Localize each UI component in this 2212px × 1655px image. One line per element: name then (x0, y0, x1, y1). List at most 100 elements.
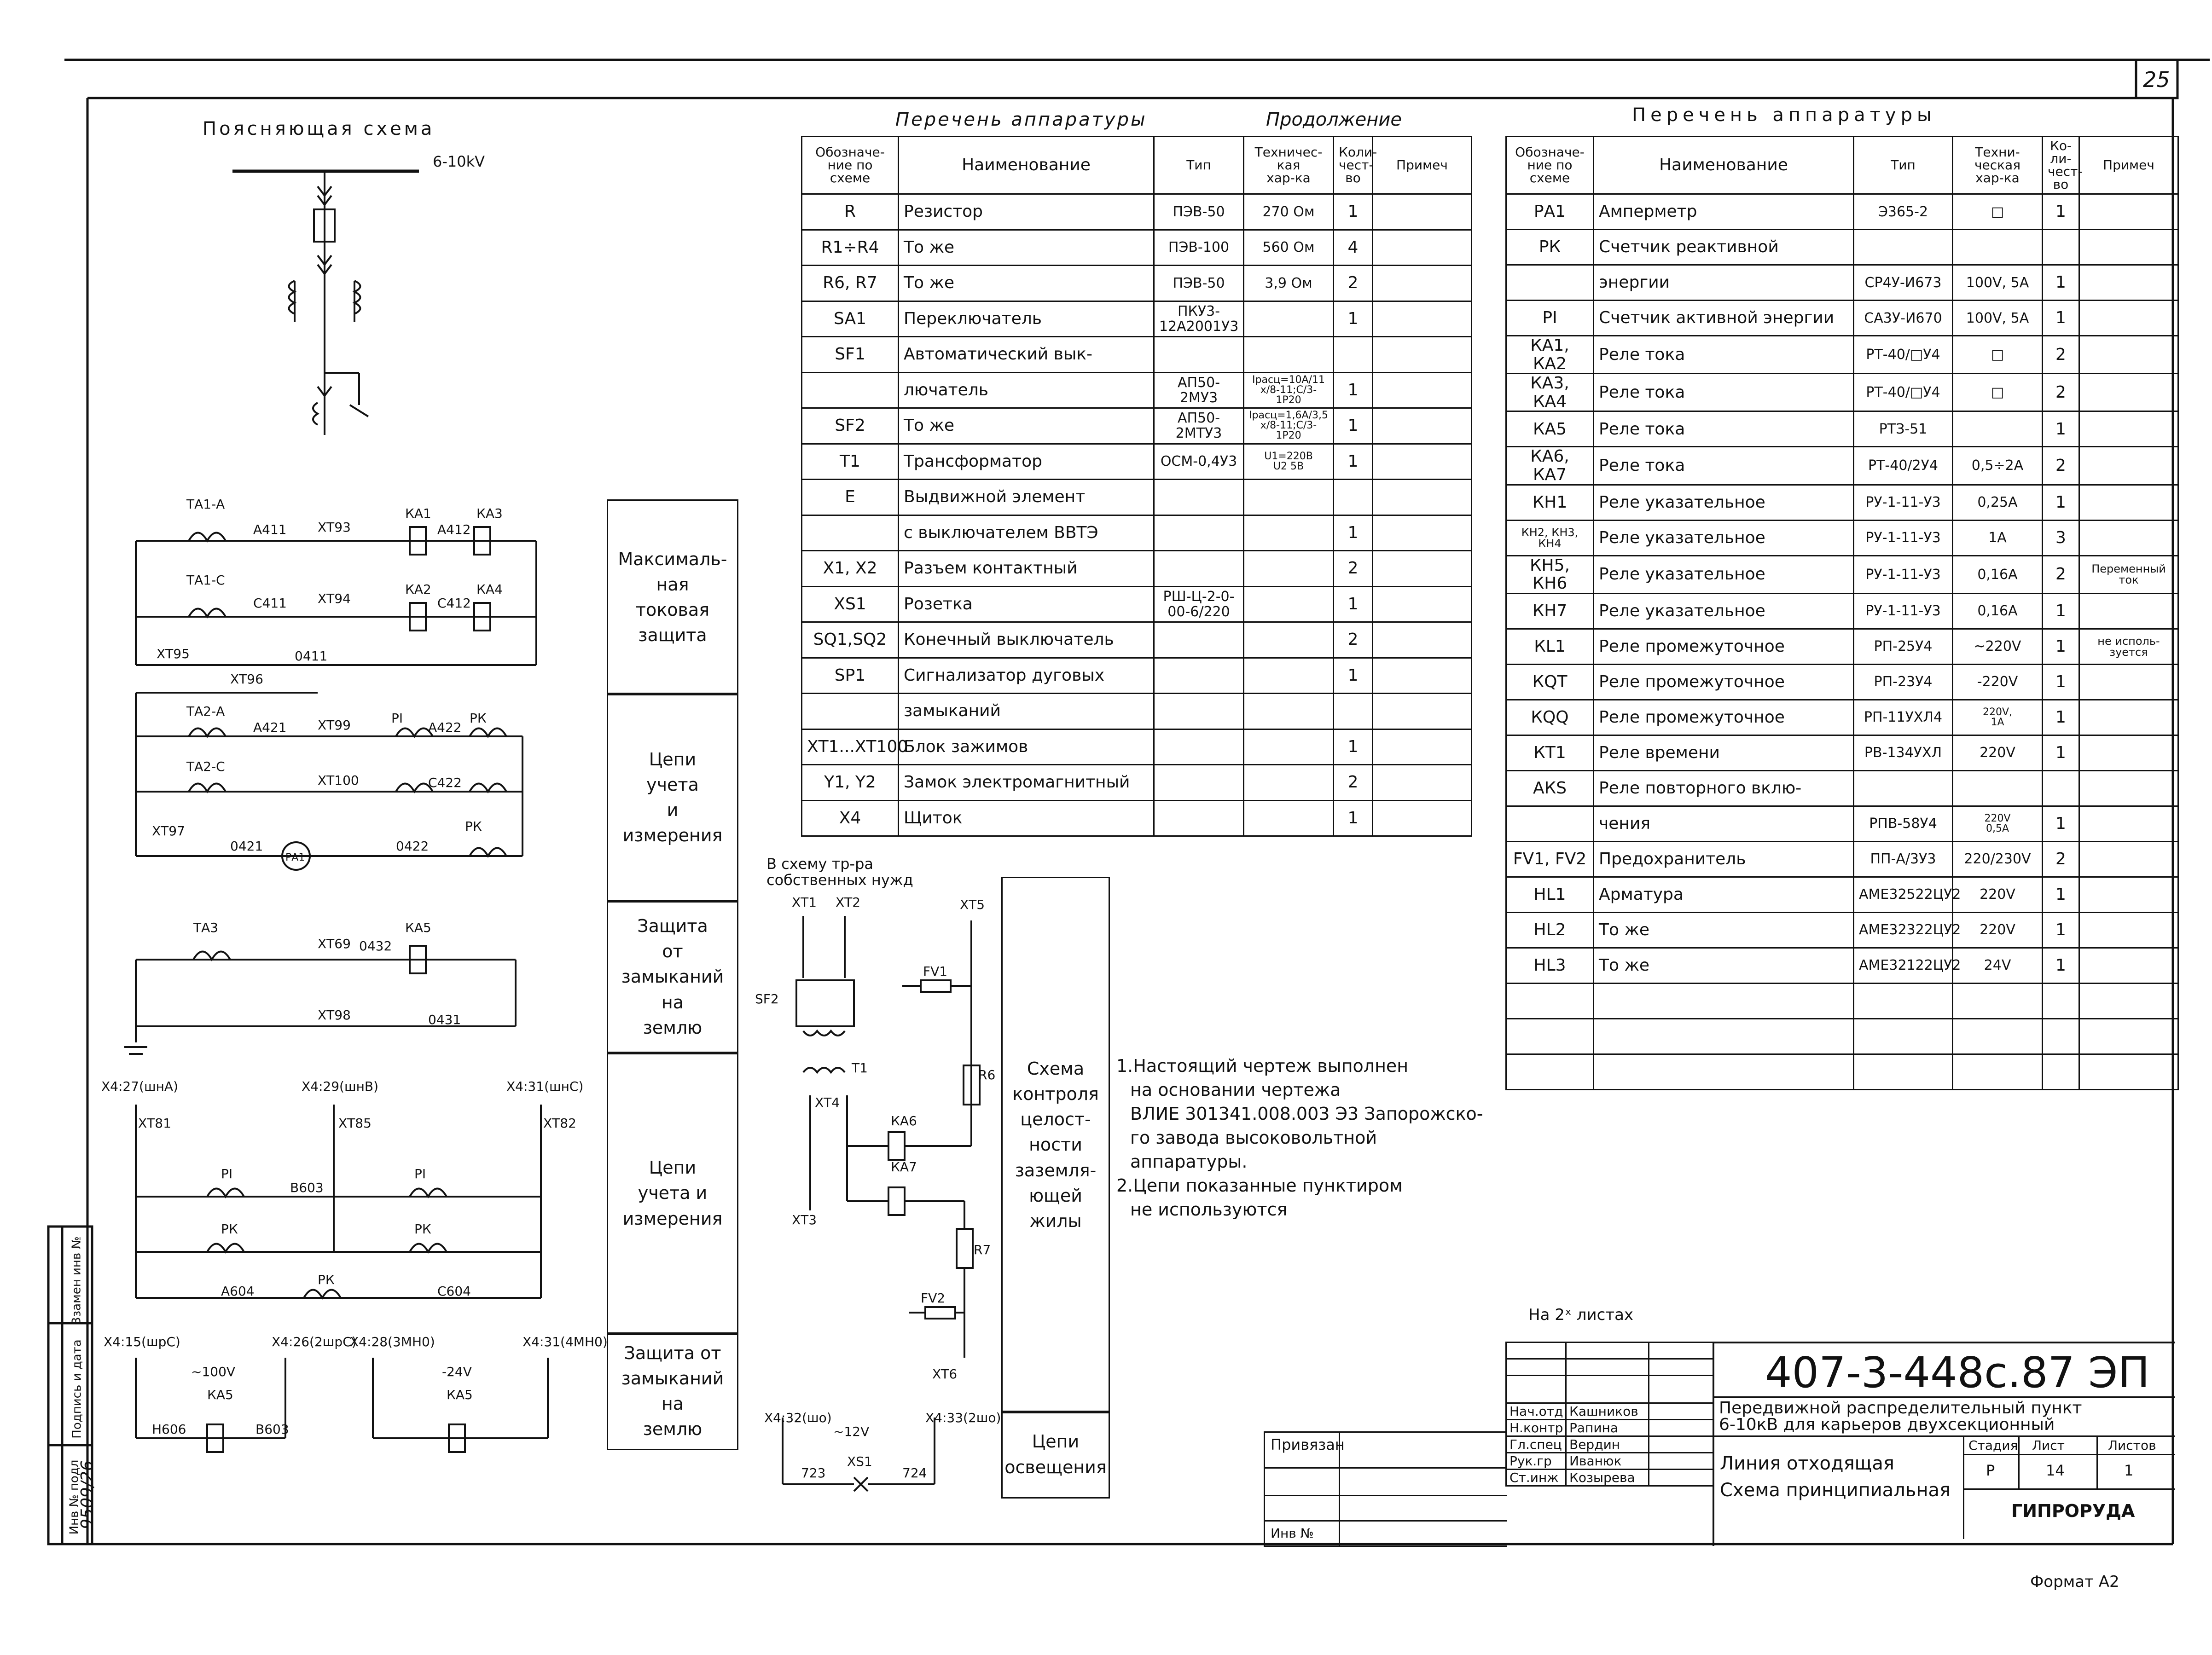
svg-text:0432: 0432 (359, 938, 392, 954)
bound-block: Привязан Инв № (1264, 1431, 1507, 1547)
table-cell (1372, 514, 1472, 551)
table-cell: КL1 (1505, 628, 1594, 665)
table-cell (1952, 770, 2043, 807)
table-cell: РА1 (1505, 193, 1594, 230)
table-cell: РП-23У4 (1853, 663, 1953, 700)
section-overcurrent: Максималь- ная токовая защита (607, 499, 738, 695)
table-cell: 1 (2042, 805, 2080, 842)
signature-cell (1505, 1375, 1567, 1404)
ground-control-circuit (782, 916, 981, 1492)
table-header-cell: Примеч (2078, 136, 2179, 195)
table-cell: НL3 (1505, 947, 1594, 984)
sheet-value: 14 (2046, 1462, 2065, 1479)
table-cell (1243, 336, 1334, 373)
table-cell: лючатель (898, 371, 1155, 409)
table-cell (1593, 1053, 1854, 1090)
table-cell: 1 (1333, 300, 1373, 337)
svg-text:КА7: КА7 (891, 1159, 917, 1175)
svg-text:~100V: ~100V (191, 1364, 235, 1379)
svg-text:ХТ1: ХТ1 (792, 895, 817, 910)
table-cell: РУ-1-11-У3 (1853, 484, 1953, 521)
table-cell: РП-25У4 (1853, 628, 1953, 665)
table-cell (1372, 371, 1472, 409)
table-cell: 220V (1952, 911, 2043, 949)
svg-text:Х4:28(3МН0): Х4:28(3МН0) (350, 1334, 435, 1349)
inv-label: Инв № (1271, 1526, 1314, 1541)
svg-text:ТА2-А: ТА2-А (186, 704, 225, 719)
table-cell: Резистор (898, 193, 1155, 231)
svg-text:R6: R6 (978, 1067, 995, 1082)
table-header-cell: Тип (1853, 136, 1953, 195)
table-cell: Замок электромагнитный (898, 764, 1155, 801)
svg-text:Х4:15(шрС): Х4:15(шрС) (104, 1334, 180, 1349)
table-cell (2078, 699, 2179, 736)
table-cell: чения (1593, 805, 1854, 842)
sheet-number: 25 (2143, 67, 2170, 92)
project-name: Передвижной распределительный пункт 6-10… (1719, 1399, 2082, 1434)
table-cell: 2 (2042, 446, 2080, 486)
table-cell: 1А (1952, 519, 2043, 556)
signature-cell (1565, 1342, 1649, 1360)
svg-text:КА5: КА5 (405, 920, 431, 935)
table-cell (2078, 734, 2179, 771)
table-cell: ПЭВ-100 (1153, 229, 1244, 266)
table-cell (801, 693, 899, 730)
table-cell: 0,25А (1952, 484, 2043, 521)
table-cell: 3,9 Ом (1243, 265, 1334, 302)
table-cell (1505, 805, 1594, 842)
table-cell (1153, 799, 1244, 837)
table-row (1505, 1053, 2179, 1090)
table-cell: То же (898, 265, 1155, 302)
svg-text:ХТ99: ХТ99 (318, 718, 351, 733)
table-cell: КН5, КН6 (1505, 555, 1594, 594)
svg-text:РК: РК (221, 1221, 238, 1237)
table-cell: 2 (2042, 335, 2080, 375)
note-line: 1.Настоящий чертеж выполнен (1116, 1056, 1409, 1076)
svg-text:А422: А422 (428, 720, 462, 735)
note-line: го завода высоковольтной (1130, 1128, 1377, 1148)
table-cell: 4 (1333, 229, 1373, 266)
title-frame: 407-3-448с.87 ЭП Передвижной распределит… (1713, 1342, 2175, 1546)
table-cell: 270 Ом (1243, 193, 1334, 231)
table-cell: SA1 (801, 300, 899, 337)
mid-schematic-title: В схему тр-ра собственных нужд (766, 855, 913, 889)
svg-text:0431: 0431 (428, 1012, 461, 1027)
table-cell: SP1 (801, 657, 899, 694)
table-cell (1153, 621, 1244, 659)
table-cell: Трансформатор (898, 443, 1155, 480)
sheets-value: 1 (2124, 1462, 2134, 1479)
table-cell: 220V (1952, 734, 2043, 771)
note-line: аппаратуры. (1130, 1152, 1248, 1172)
table-cell (2078, 335, 2179, 375)
svg-text:КА3: КА3 (476, 506, 503, 521)
right-table-title: Перечень аппаратуры (1632, 104, 1936, 126)
table-cell: 1 (2042, 264, 2080, 301)
signature-cell (1648, 1435, 1714, 1453)
table-cell (1372, 799, 1472, 837)
table-cell (1333, 336, 1373, 373)
table-cell: 100V, 5А (1952, 300, 2043, 336)
signature-cell: Гл.спец (1505, 1435, 1567, 1453)
svg-text:КА5: КА5 (207, 1387, 233, 1402)
svg-text:PI: PI (391, 711, 403, 726)
table-cell: Реле тока (1593, 335, 1854, 375)
table-cell: Реле указательное (1593, 484, 1854, 521)
drawing-code: 407-3-448с.87 ЭП (1765, 1348, 2150, 1397)
signature-cell (1505, 1342, 1567, 1360)
table-cell (1372, 550, 1472, 587)
svg-text:КА2: КА2 (405, 582, 431, 597)
table-cell: 1 (2042, 876, 2080, 913)
